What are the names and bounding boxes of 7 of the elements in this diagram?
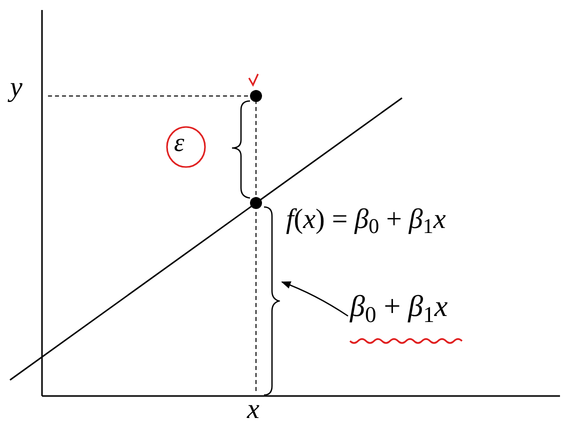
axis-label: y xyxy=(10,74,22,102)
linear-term-label: β$_{0}$ + β$_{1}$x xyxy=(350,292,480,332)
error-term-label: ε xyxy=(174,130,184,156)
leader-arrow xyxy=(281,281,348,316)
curly-brace xyxy=(262,206,280,396)
axis-label: x xyxy=(247,396,260,424)
model-equation: f(x) = β$_{0}$ + β$_{1}$x xyxy=(286,206,446,234)
